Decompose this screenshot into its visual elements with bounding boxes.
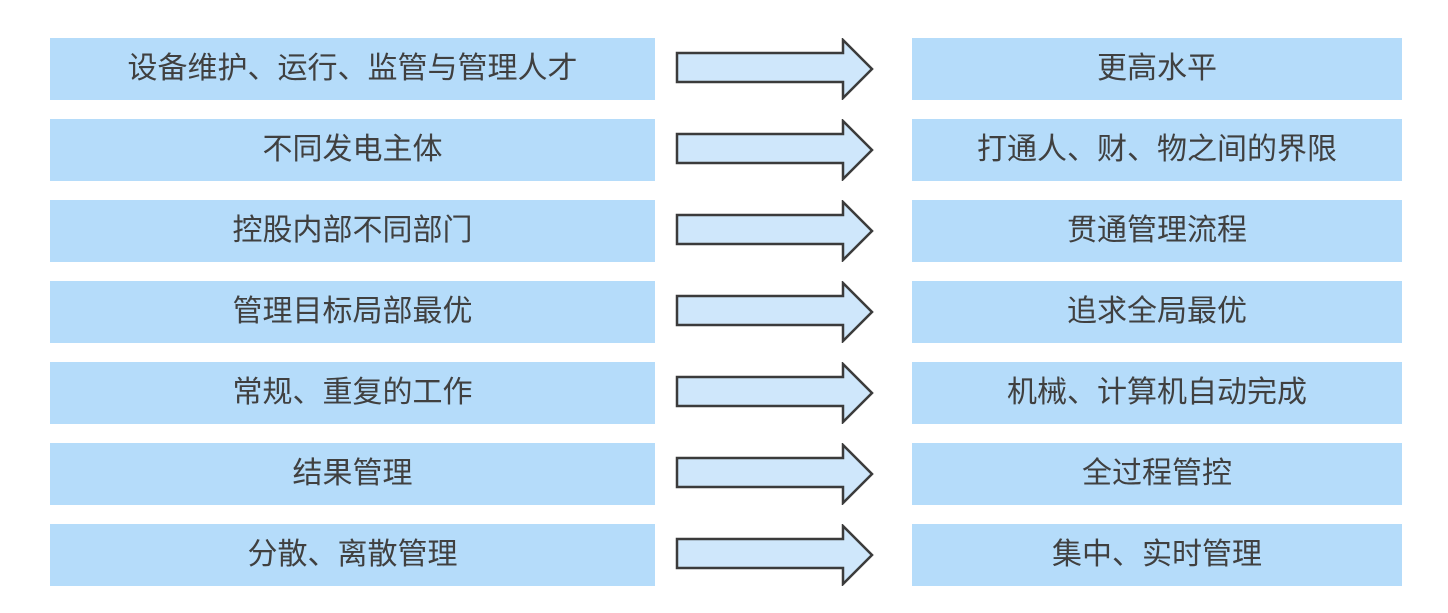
mapping-row: 分散、离散管理 集中、实时管理 (50, 524, 1402, 586)
target-box: 全过程管控 (912, 443, 1402, 505)
source-box: 常规、重复的工作 (50, 362, 655, 424)
right-arrow-icon (675, 281, 875, 343)
target-box: 打通人、财、物之间的界限 (912, 119, 1402, 181)
target-box: 更高水平 (912, 38, 1402, 100)
mapping-row: 结果管理 全过程管控 (50, 443, 1402, 505)
mapping-row: 设备维护、运行、监管与管理人才 更高水平 (50, 38, 1402, 100)
source-box: 管理目标局部最优 (50, 281, 655, 343)
right-arrow-icon (675, 38, 875, 100)
right-arrow-icon (675, 443, 875, 505)
mapping-row: 管理目标局部最优 追求全局最优 (50, 281, 1402, 343)
source-box: 结果管理 (50, 443, 655, 505)
target-box: 机械、计算机自动完成 (912, 362, 1402, 424)
source-box: 分散、离散管理 (50, 524, 655, 586)
source-box: 控股内部不同部门 (50, 200, 655, 262)
right-arrow-icon (675, 362, 875, 424)
right-arrow-icon (675, 200, 875, 262)
mapping-row: 常规、重复的工作 机械、计算机自动完成 (50, 362, 1402, 424)
source-box: 不同发电主体 (50, 119, 655, 181)
right-arrow-icon (675, 524, 875, 586)
target-box: 追求全局最优 (912, 281, 1402, 343)
right-arrow-icon (675, 119, 875, 181)
target-box: 集中、实时管理 (912, 524, 1402, 586)
mapping-row: 不同发电主体 打通人、财、物之间的界限 (50, 119, 1402, 181)
mapping-row: 控股内部不同部门 贯通管理流程 (50, 200, 1402, 262)
target-box: 贯通管理流程 (912, 200, 1402, 262)
source-box: 设备维护、运行、监管与管理人才 (50, 38, 655, 100)
